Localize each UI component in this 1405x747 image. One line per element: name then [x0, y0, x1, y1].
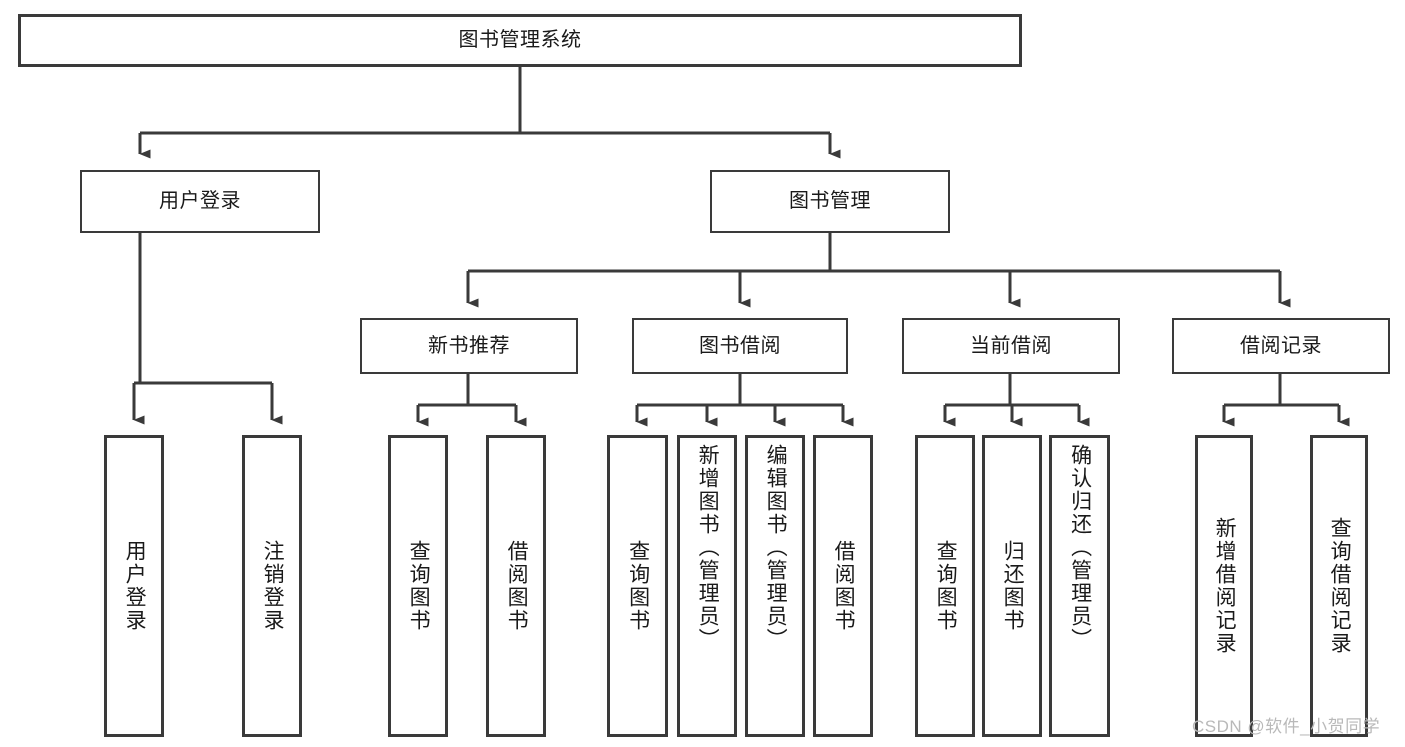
node-leaf-query-book-1-label: 查询图书 [407, 540, 431, 632]
node-book-management-label: 图书管理 [789, 190, 871, 212]
node-leaf-add-record-label: 新增借阅记录 [1213, 517, 1237, 655]
node-borrow-record-label: 借阅记录 [1240, 334, 1322, 357]
node-user-login[interactable]: 用户登录 [80, 170, 320, 233]
node-book-borrow-label: 图书借阅 [699, 334, 781, 357]
node-leaf-confirm-return[interactable]: 确认归还（管理员） [1049, 435, 1110, 737]
node-leaf-edit-book[interactable]: 编辑图书（管理员） [745, 435, 805, 737]
node-root-label: 图书管理系统 [458, 29, 582, 51]
node-leaf-query-book-1[interactable]: 查询图书 [388, 435, 448, 737]
node-user-login-label: 用户登录 [159, 190, 241, 212]
node-leaf-query-book-2[interactable]: 查询图书 [607, 435, 668, 737]
node-current-borrow-label: 当前借阅 [970, 334, 1052, 357]
node-root[interactable]: 图书管理系统 [18, 14, 1022, 67]
node-leaf-borrow-book-2[interactable]: 借阅图书 [813, 435, 873, 737]
node-leaf-user-login-label: 用户登录 [123, 540, 147, 632]
node-book-management[interactable]: 图书管理 [710, 170, 950, 233]
node-current-borrow[interactable]: 当前借阅 [902, 318, 1120, 374]
node-book-borrow[interactable]: 图书借阅 [632, 318, 848, 374]
node-new-book-recommend-label: 新书推荐 [428, 334, 510, 357]
node-leaf-confirm-return-label: 确认归还（管理员） [1068, 444, 1092, 651]
node-leaf-edit-book-label: 编辑图书（管理员） [764, 444, 788, 651]
node-leaf-query-book-3[interactable]: 查询图书 [915, 435, 975, 737]
node-leaf-user-login[interactable]: 用户登录 [104, 435, 164, 737]
node-leaf-return-book[interactable]: 归还图书 [982, 435, 1042, 737]
node-borrow-record[interactable]: 借阅记录 [1172, 318, 1390, 374]
node-leaf-add-book-label: 新增图书（管理员） [696, 444, 720, 651]
node-leaf-query-record[interactable]: 查询借阅记录 [1310, 435, 1368, 737]
csdn-watermark: CSDN @软件_小贺同学 [1192, 717, 1381, 736]
node-leaf-logout[interactable]: 注销登录 [242, 435, 302, 737]
node-leaf-add-book[interactable]: 新增图书（管理员） [677, 435, 737, 737]
node-leaf-borrow-book-1[interactable]: 借阅图书 [486, 435, 546, 737]
node-leaf-query-book-2-label: 查询图书 [626, 540, 650, 632]
node-leaf-add-record[interactable]: 新增借阅记录 [1195, 435, 1253, 737]
node-leaf-borrow-book-1-label: 借阅图书 [505, 540, 529, 632]
node-leaf-return-book-label: 归还图书 [1001, 540, 1025, 632]
node-leaf-borrow-book-2-label: 借阅图书 [832, 540, 856, 632]
node-leaf-query-record-label: 查询借阅记录 [1328, 517, 1352, 655]
node-new-book-recommend[interactable]: 新书推荐 [360, 318, 578, 374]
node-leaf-query-book-3-label: 查询图书 [934, 540, 958, 632]
node-leaf-logout-label: 注销登录 [261, 540, 285, 632]
